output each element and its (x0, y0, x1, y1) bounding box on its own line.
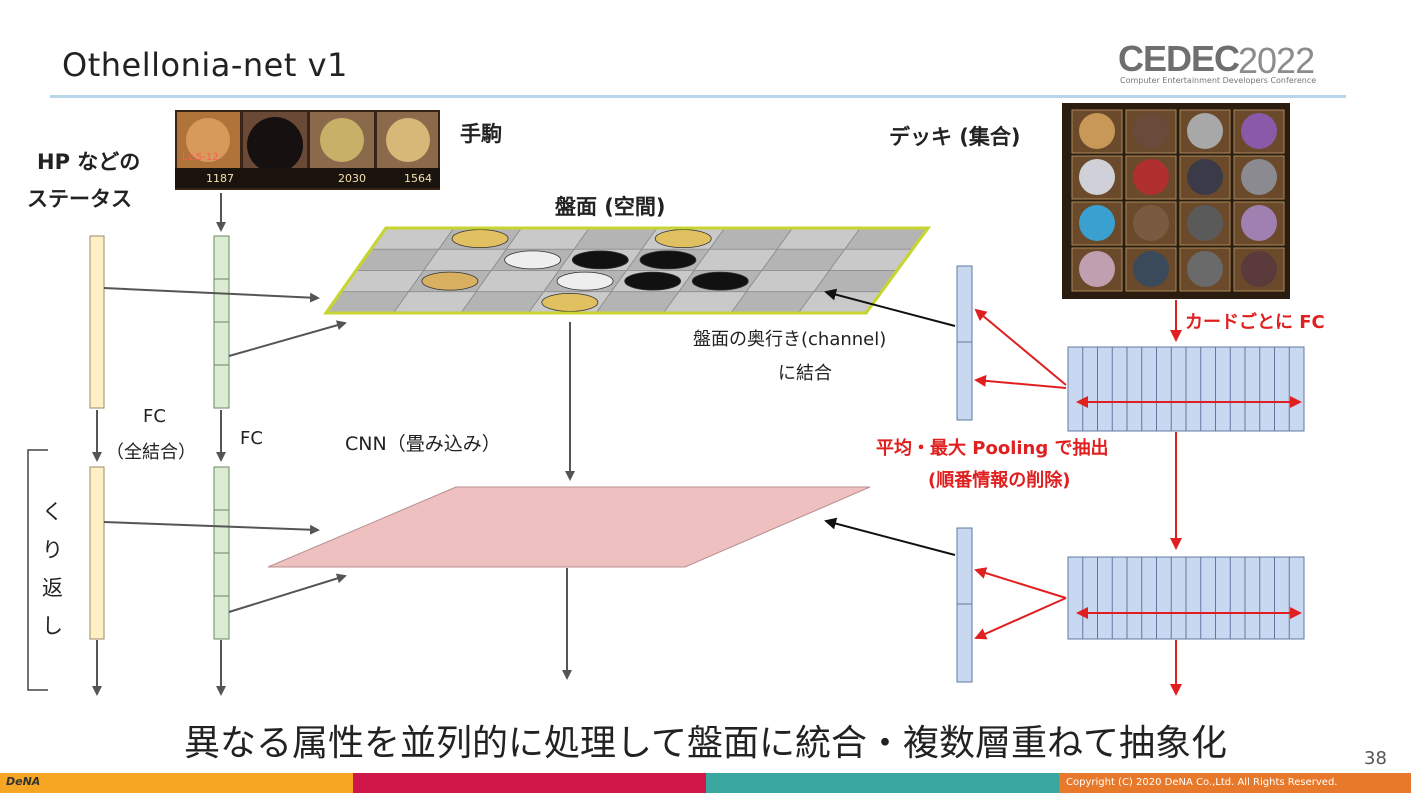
deck-pooled-vector-2 (956, 527, 973, 683)
slide-caption: 異なる属性を並列的に処理して盤面に統合・複数層重ねて抽象化 (184, 723, 1227, 764)
dena-logo: DeNA (6, 775, 41, 788)
cedec-logo-year: 2022 (1238, 40, 1315, 81)
label-status-line2: ステータス (27, 187, 132, 211)
label-pooling-line1: 平均・最大 Pooling で抽出 (876, 438, 1109, 459)
channel-arrows (824, 288, 956, 556)
footer-segment-dark-orange (1059, 773, 1411, 793)
repeat-bracket (27, 449, 48, 691)
arrow-pool-lower-2 (974, 597, 1067, 640)
footer-segment-crimson (353, 773, 706, 793)
hand-vector-2 (213, 466, 230, 640)
deck-pooled-vector-1 (956, 265, 973, 421)
label-repeat-3: 返 (42, 576, 63, 600)
gray-arrows (92, 193, 575, 696)
label-channel-line2: に結合 (778, 363, 832, 384)
label-deck: デッキ (集合) (889, 125, 1021, 149)
arrow-deck-to-board (824, 288, 956, 327)
board-image (323, 226, 931, 315)
page-number: 38 (1364, 748, 1387, 769)
label-repeat-1: く (42, 500, 63, 524)
label-fc-full-line1: FC (143, 406, 166, 427)
arrow-status-to-board (103, 287, 320, 303)
arrow-status-to-cnn (103, 521, 320, 535)
deck-image (1062, 103, 1290, 299)
label-hand: 手駒 (460, 122, 502, 146)
footer-bar: DeNA Copyright (C) 2020 DeNA Co.,Ltd. Al… (0, 773, 1411, 793)
label-repeat-4: し (42, 614, 63, 638)
arrow-pool-upper-1 (974, 308, 1067, 386)
label-repeat-2: り (42, 538, 63, 562)
title-divider (50, 95, 1346, 98)
arrow-deck-to-cnn (824, 517, 956, 556)
cedec-logo-word: CEDEC (1118, 38, 1240, 79)
footer-segment-teal (706, 773, 1059, 793)
label-pooling-line2: (順番情報の削除) (928, 470, 1071, 491)
cedec-logo: CEDEC 2022 Computer Entertainment Develo… (1118, 38, 1342, 88)
red-arrows (974, 300, 1302, 696)
status-vector-1 (89, 235, 105, 409)
cnn-layer (267, 486, 871, 568)
cedec-logo-subtitle: Computer Entertainment Developers Confer… (1120, 76, 1317, 85)
arrow-pool-lower-1 (974, 374, 1067, 389)
label-per-card-fc: カードごとに FC (1185, 312, 1325, 333)
hand-vector-1 (213, 235, 230, 409)
hand-card-1-level: Lv.5-12 (182, 152, 219, 163)
label-status-line1: HP などの (37, 150, 141, 174)
label-fc: FC (240, 428, 263, 449)
arrow-hand-to-board (228, 320, 347, 357)
hand-card-4-stat: 1564 (404, 172, 432, 185)
label-board: 盤面 (空間) (555, 195, 666, 219)
slide-title: Othellonia-net v1 (62, 46, 348, 84)
arrow-hand-to-cnn (228, 573, 347, 613)
footer-segment-orange (0, 773, 353, 793)
hand-card-3-stat: 2030 (338, 172, 366, 185)
hand-cards-image: Lv.5-12 1187 2030 1564 (175, 110, 440, 190)
deck-card-features-2 (1067, 556, 1305, 640)
deck-card-features-1 (1067, 346, 1305, 432)
label-channel-line1: 盤面の奥行き(channel) (693, 329, 887, 350)
copyright-text: Copyright (C) 2020 DeNA Co.,Ltd. All Rig… (1066, 777, 1338, 788)
hand-card-1-stat: 1187 (206, 172, 234, 185)
label-cnn: CNN（畳み込み） (345, 433, 501, 455)
arrow-pool-upper-2 (974, 567, 1067, 599)
label-fc-full-line2: （全結合） (106, 442, 196, 463)
status-vector-2 (89, 466, 105, 640)
